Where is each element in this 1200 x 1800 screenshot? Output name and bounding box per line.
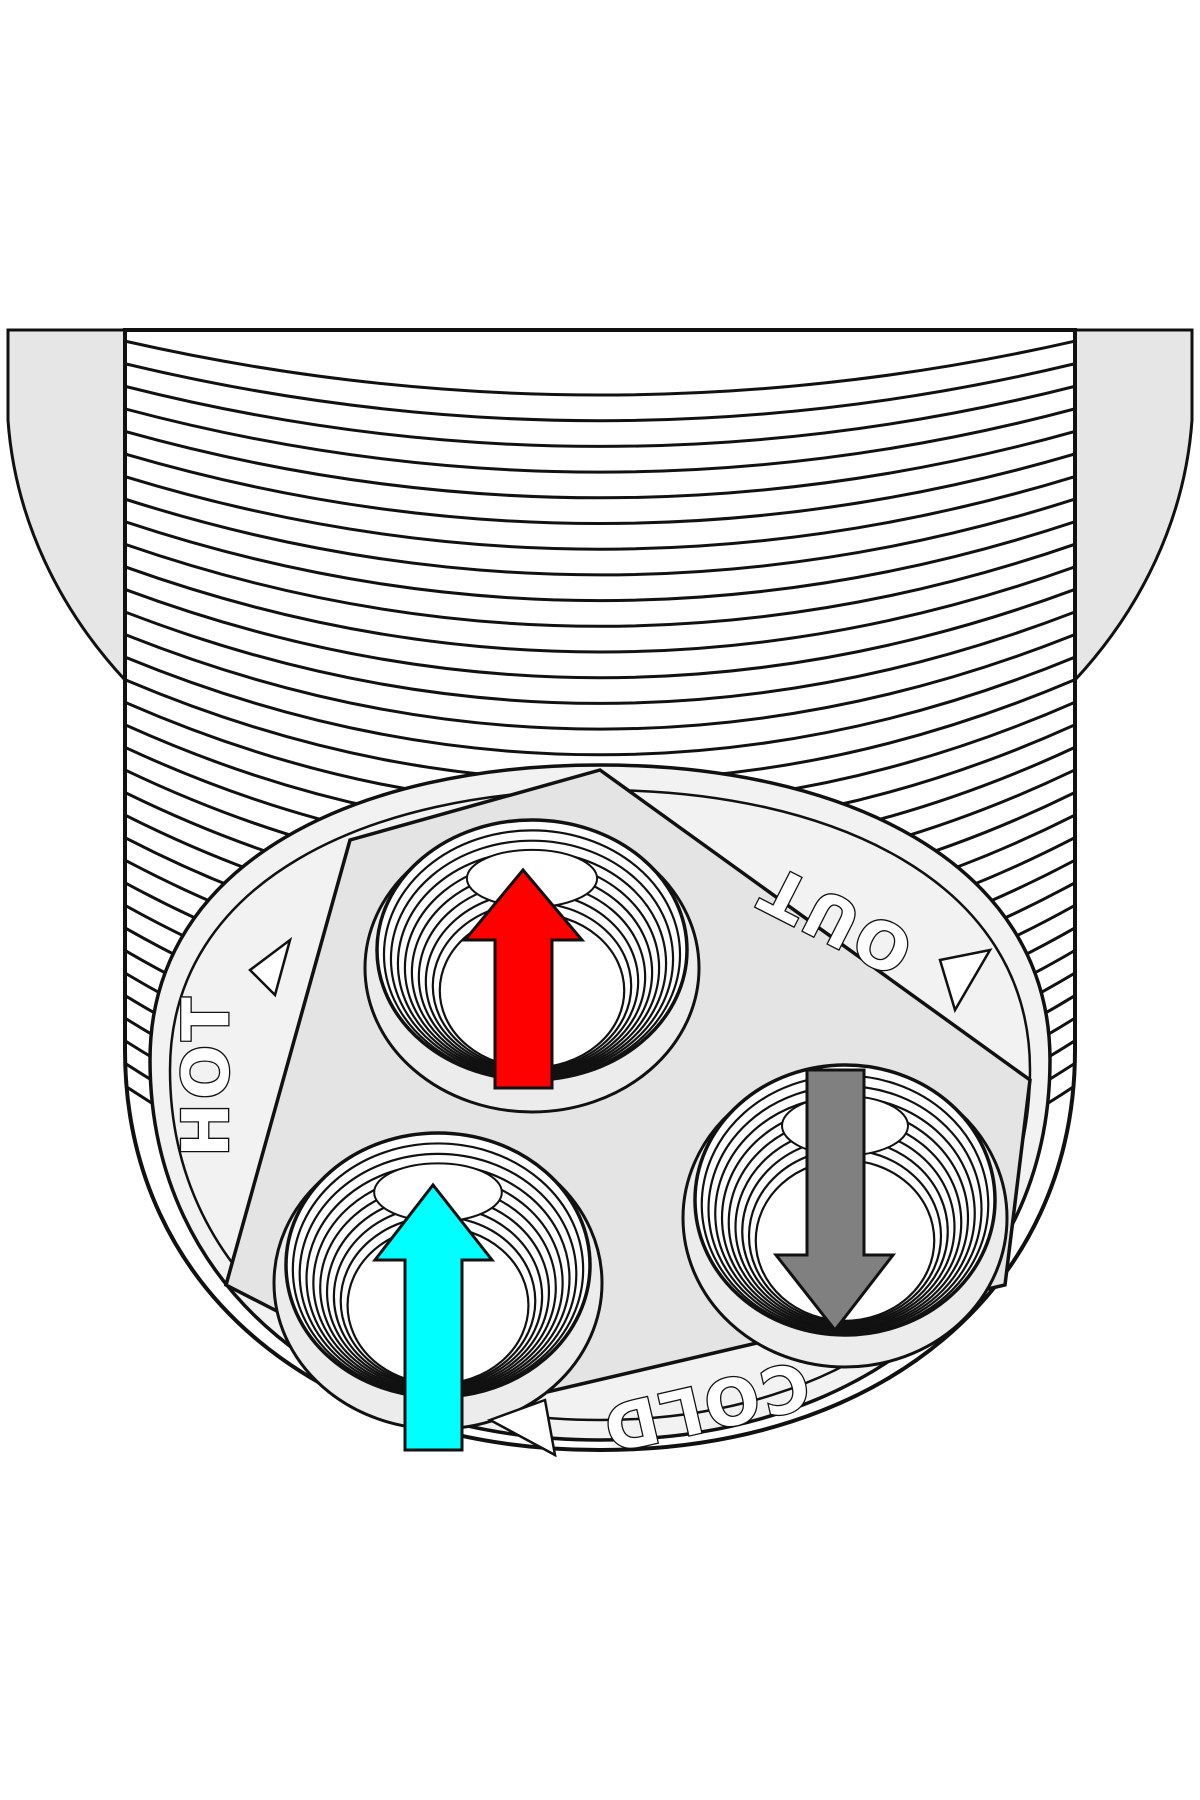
right-flange — [1068, 328, 1194, 684]
thread-line — [125, 406, 1075, 474]
thread-line — [125, 496, 1075, 577]
thread-line — [125, 541, 1075, 628]
thread-line — [125, 383, 1075, 448]
thread-line — [125, 428, 1075, 500]
out-triangle-marker-icon — [938, 948, 993, 1014]
thread-line — [125, 518, 1075, 603]
thread-line — [125, 473, 1075, 551]
thread-line — [125, 653, 1075, 757]
thread-line — [125, 361, 1075, 423]
thread-line — [125, 338, 1075, 397]
out-flow-arrow-down-icon — [772, 1068, 897, 1333]
cold-triangle-marker-icon — [486, 1398, 557, 1458]
thread-line — [125, 563, 1075, 654]
thread-line — [125, 586, 1075, 680]
port-plate-edge — [599, 769, 1031, 1081]
left-flange — [6, 328, 132, 684]
cold-flow-arrow-up-icon — [371, 1182, 496, 1452]
hot-label: HOT — [170, 993, 244, 1157]
thread-line — [125, 451, 1075, 525]
thread-line — [125, 608, 1075, 705]
hot-flow-arrow-up-icon — [461, 867, 586, 1090]
hot-triangle-marker-icon — [248, 936, 293, 998]
thread-line — [125, 631, 1075, 731]
